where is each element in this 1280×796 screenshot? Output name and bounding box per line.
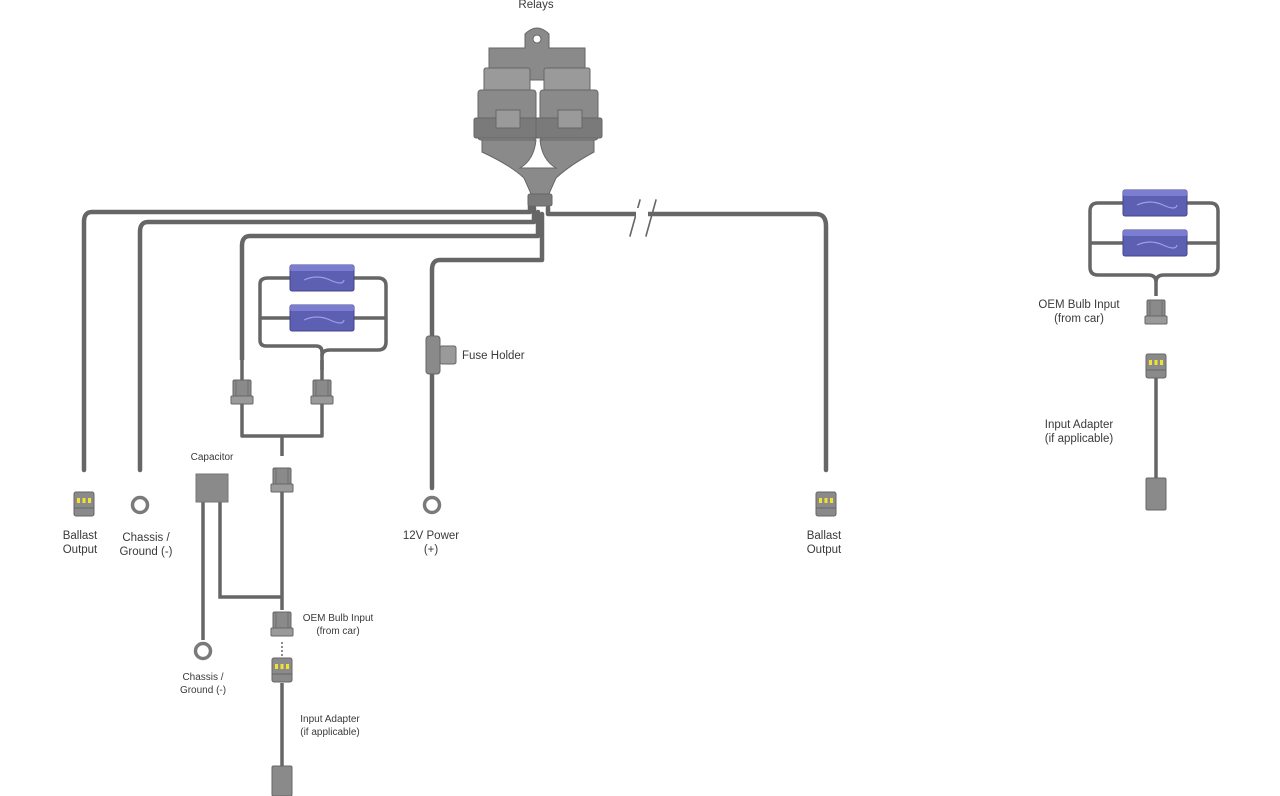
connector-icon	[270, 611, 294, 637]
connector-icon	[271, 765, 293, 796]
capacitor-icon	[195, 473, 229, 503]
label-12v-power: 12V Power(+)	[402, 530, 460, 557]
connector-icon	[271, 657, 293, 683]
connector-icon	[310, 379, 334, 405]
resistor-group-right	[1088, 189, 1220, 511]
resistor-icon	[289, 304, 355, 332]
label-input-adapter-right: Input Adapter(if applicable)	[1044, 419, 1114, 446]
ring-terminal-icon	[130, 495, 150, 515]
connector-icon	[1145, 477, 1167, 511]
input-chain-left	[201, 492, 284, 768]
ring-terminal-icon	[193, 641, 213, 661]
label-oem-bulb-input-left: OEM Bulb Input(from car)	[302, 613, 374, 637]
connector-icon	[73, 491, 95, 517]
fuse-holder-icon	[425, 335, 457, 375]
harness-wires	[80, 199, 830, 491]
resistor-icon	[1122, 229, 1188, 257]
label-input-adapter-left: Input Adapter(if applicable)	[300, 714, 360, 738]
label-oem-bulb-input-right: OEM Bulb Input(from car)	[1038, 299, 1120, 326]
resistor-group-left	[230, 264, 388, 493]
label-relays: Relays	[518, 0, 554, 11]
label-capacitor: Capacitor	[190, 452, 234, 463]
label-chassis-ground-bottom: Chassis /Ground (-)	[179, 672, 227, 696]
connector-icon	[270, 467, 294, 493]
relay-block-icon	[473, 27, 603, 207]
label-fuse-holder: Fuse Holder	[462, 350, 525, 362]
connector-icon	[230, 379, 254, 405]
connector-icon	[1145, 353, 1167, 379]
connector-icon	[1144, 299, 1168, 325]
connector-icon	[815, 491, 837, 517]
ring-terminal-icon	[422, 495, 442, 515]
label-chassis-ground-top: Chassis /Ground (-)	[119, 532, 173, 559]
resistor-icon	[1122, 189, 1188, 217]
resistor-icon	[289, 264, 355, 292]
